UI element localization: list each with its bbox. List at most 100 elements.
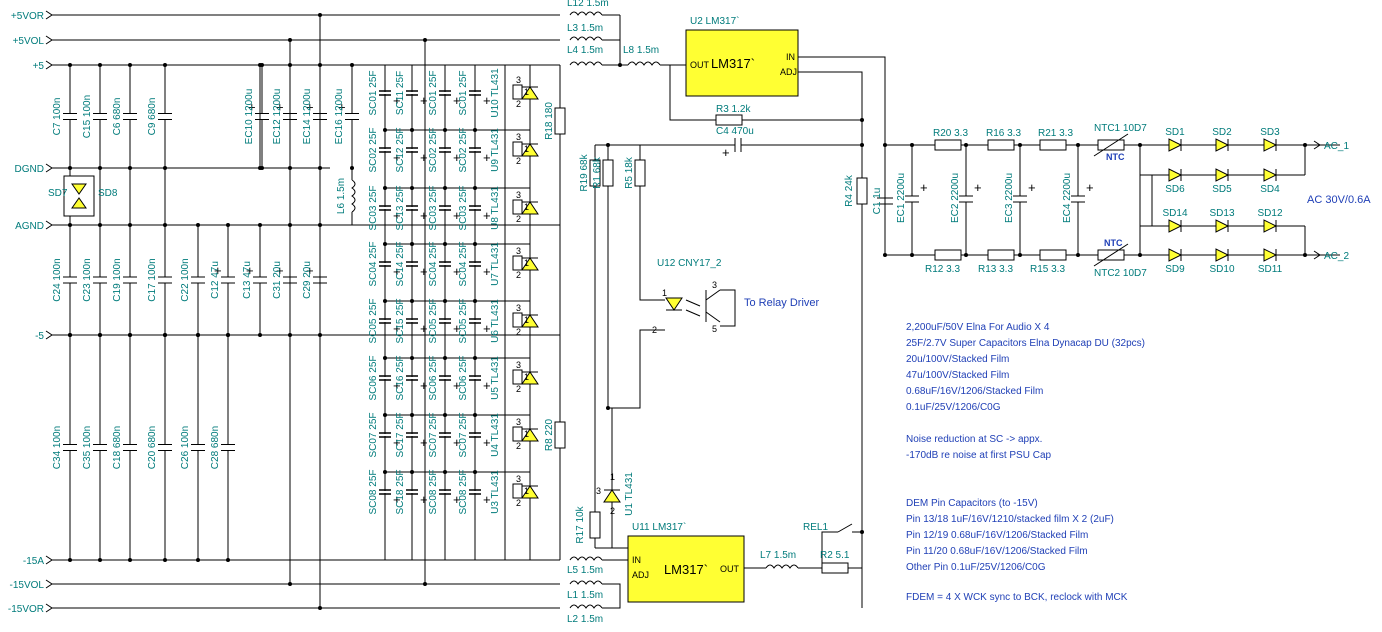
polarity-mark: + xyxy=(306,100,314,115)
notes-block-fdem: FDEM = 4 X WCK sync to BCK, reclock with… xyxy=(906,592,1127,603)
cap-label: C17 100n xyxy=(147,258,158,301)
pin-num: 2 xyxy=(516,327,521,337)
cap-label: C19 100n xyxy=(112,258,123,301)
cap-label: C18 680n xyxy=(112,426,123,469)
pin-num: 3 xyxy=(712,280,717,290)
junction-dot xyxy=(350,63,354,67)
junction-dot xyxy=(964,143,968,147)
polarity-mark: + xyxy=(920,180,928,195)
polarity-mark: + xyxy=(453,264,461,279)
port-arrow-icon xyxy=(45,60,53,70)
inductor-label: L5 1.5m xyxy=(567,565,603,576)
cap-label: EC3 2200u xyxy=(1004,173,1015,223)
cap-label: C4 470u xyxy=(716,126,754,137)
pin-num: 3 xyxy=(516,303,521,313)
rail-label: +5 xyxy=(33,61,45,72)
polarity-mark: + xyxy=(420,93,428,108)
ntc-tag: NTC xyxy=(1106,152,1125,162)
sc-gap xyxy=(379,92,391,94)
tl431-label: U3 TL431 xyxy=(490,470,501,514)
tl431-label: U6 TL431 xyxy=(490,299,501,343)
junction-dot xyxy=(1138,143,1142,147)
note-line: 2,200uF/50V Elna For Audio X 4 xyxy=(906,322,1050,333)
polarity-mark: + xyxy=(483,321,491,336)
sc-gap xyxy=(379,377,391,379)
cap-label: C34 100n xyxy=(52,426,63,469)
inductor-coil xyxy=(569,11,603,16)
polarity-mark: + xyxy=(420,378,428,393)
diode-label: SD6 xyxy=(1165,184,1185,195)
junction-dot xyxy=(860,143,864,147)
supercap-label: SC08 25F xyxy=(368,469,379,514)
polarity-mark: + xyxy=(420,150,428,165)
port-arrow-icon xyxy=(45,330,53,340)
rail-label: DGND xyxy=(15,164,44,175)
resistor-label: R16 3.3 xyxy=(986,128,1021,139)
tl431-icon xyxy=(521,428,539,442)
sc-gap xyxy=(379,491,391,493)
polarity-mark: + xyxy=(453,93,461,108)
resistor-label: R4 24k xyxy=(844,174,855,207)
polarity-mark: + xyxy=(420,492,428,507)
inductor-coil xyxy=(569,580,603,585)
pin-num: 2 xyxy=(610,506,615,516)
polarity-mark: + xyxy=(1086,180,1094,195)
port-arrow-icon xyxy=(45,220,53,230)
port-arrow-icon xyxy=(45,163,53,173)
polarity-mark: + xyxy=(420,321,428,336)
junction-dot xyxy=(618,63,622,67)
junction-dot xyxy=(910,143,914,147)
resistor-icon xyxy=(1039,249,1067,261)
inductor-coil xyxy=(569,604,603,609)
wire xyxy=(821,531,838,568)
ic-ref: U2 LM317` xyxy=(690,15,739,27)
cap-label: C26 100n xyxy=(180,426,191,469)
cap-label: C29 20u xyxy=(302,261,313,299)
sc-gap xyxy=(439,491,451,493)
supercap-label: SC07 25F xyxy=(428,412,439,457)
pin-num: 2 xyxy=(516,498,521,508)
note-line: DEM Pin Capacitors (to -15V) xyxy=(906,498,1038,509)
ic-ref: U11 LM317` xyxy=(632,521,686,533)
inductor-label: L6 1.5m xyxy=(336,178,347,214)
tl431-icon xyxy=(521,86,539,100)
supercap-label: SC02 25F xyxy=(368,127,379,172)
supercap-label: SC03 25F xyxy=(428,185,439,230)
polarity-mark: + xyxy=(453,378,461,393)
polarity-mark: + xyxy=(483,208,491,223)
light-arrow xyxy=(685,309,701,317)
regulator-u2 xyxy=(685,29,799,97)
sc-gap xyxy=(469,491,481,493)
polarity-mark: + xyxy=(722,145,730,160)
resistor-label: R19 68k xyxy=(579,153,590,191)
sc-gap xyxy=(406,92,418,94)
rail-label: -15A xyxy=(23,556,44,567)
diode-icon xyxy=(1263,168,1278,182)
junction-dot xyxy=(423,38,427,42)
supercap-label: SC17 25F xyxy=(395,412,406,457)
junction-dot xyxy=(288,63,292,67)
inductor-label: L7 1.5m xyxy=(760,550,796,561)
junction-dot xyxy=(318,166,322,170)
junction-dot xyxy=(1076,143,1080,147)
polarity-mark: + xyxy=(420,264,428,279)
pin-num: 3 xyxy=(516,246,521,256)
sc-gap xyxy=(469,434,481,436)
regulator-u11 xyxy=(627,535,745,603)
sc-gap xyxy=(379,263,391,265)
sc-gap xyxy=(439,263,451,265)
polarity-mark: + xyxy=(483,150,491,165)
wire xyxy=(705,311,721,323)
note-line: Pin 11/20 0.68uF/16V/1206/Stacked Film xyxy=(906,546,1088,557)
polarity-mark: + xyxy=(393,150,401,165)
diode-icon xyxy=(1215,248,1230,262)
junction-dot xyxy=(68,63,72,67)
pin-num: 3 xyxy=(596,486,601,496)
tl431-icon xyxy=(603,489,621,503)
junction-dot xyxy=(260,166,264,170)
supercap-label: SC02 25F xyxy=(458,127,469,172)
tl431-pin-box xyxy=(512,483,523,499)
sc-gap xyxy=(406,434,418,436)
pin-num: 1 xyxy=(524,429,529,439)
diode-icon xyxy=(1168,219,1183,233)
